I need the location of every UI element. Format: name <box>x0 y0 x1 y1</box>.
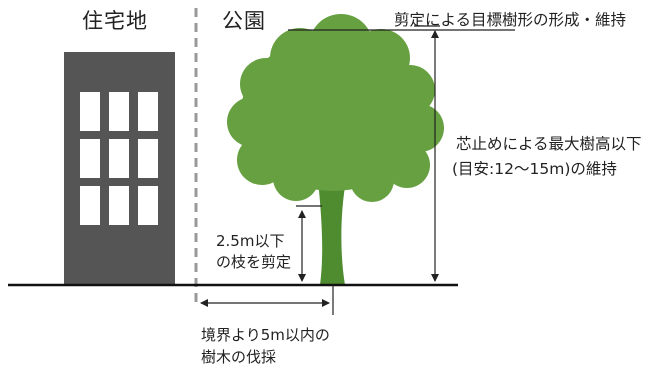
residential-area-label: 住宅地 <box>82 9 148 33</box>
building <box>64 52 175 285</box>
building-window <box>80 186 100 225</box>
target-shape-note: 剪定による目標樹形の形成・維持 <box>394 11 627 29</box>
max-height-note-line2: (目安:12〜15m)の維持 <box>452 160 617 178</box>
max-height-dimension <box>414 25 440 282</box>
building-window <box>109 186 129 225</box>
tree-trunk <box>318 180 346 285</box>
building-windows <box>80 92 158 225</box>
building-window <box>138 139 158 178</box>
lower-branch-note-line2: の枝を剪定 <box>216 253 292 271</box>
boundary-note-line1: 境界より5m以内の <box>201 326 330 344</box>
building-window <box>109 139 129 178</box>
building-window <box>109 92 129 131</box>
building-window <box>80 92 100 131</box>
max-height-note-line1: 芯止めによる最大樹高以下 <box>456 135 642 153</box>
tree-crown <box>227 14 444 202</box>
building-window <box>80 139 100 178</box>
boundary-distance-dimension <box>200 284 334 315</box>
boundary-note-line2: 樹木の伐採 <box>201 348 277 366</box>
lower-branch-note-line1: 2.5m以下 <box>216 232 285 250</box>
building-window <box>138 186 158 225</box>
building-window <box>138 92 158 131</box>
lower-branch-dimension <box>296 205 322 282</box>
park-area-label: 公園 <box>222 9 266 33</box>
